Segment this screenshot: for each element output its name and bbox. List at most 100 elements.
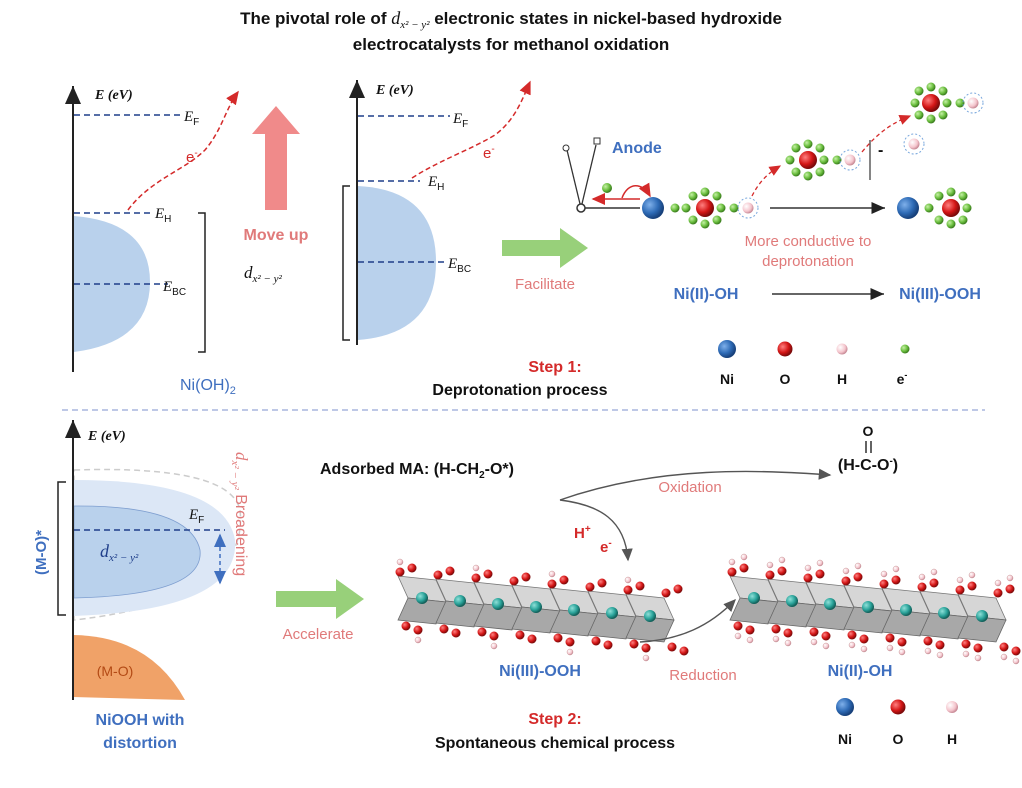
o-atom bbox=[1005, 584, 1015, 594]
move-up-arrow: Move up bbox=[244, 106, 309, 244]
o-atom bbox=[777, 566, 787, 576]
bracket-3 bbox=[57, 481, 66, 616]
o-atom bbox=[783, 628, 793, 638]
ni-atom bbox=[642, 197, 664, 219]
o-atom bbox=[885, 633, 895, 643]
ni-atom bbox=[748, 592, 760, 604]
o-atom bbox=[815, 569, 825, 579]
o-atom bbox=[395, 567, 405, 577]
o-atom bbox=[547, 579, 557, 589]
h-atom bbox=[772, 635, 780, 643]
o-atom bbox=[853, 572, 863, 582]
reduction-label: Reduction bbox=[669, 667, 737, 684]
h-atom bbox=[804, 564, 812, 572]
minus-sign: - bbox=[878, 142, 883, 159]
move-up-label: Move up bbox=[244, 227, 309, 244]
o-atom bbox=[733, 621, 743, 631]
o-atom bbox=[591, 636, 601, 646]
proton-removal-arrow bbox=[751, 165, 782, 197]
mo-label: (M-O) bbox=[97, 663, 134, 679]
h-atom bbox=[886, 644, 894, 652]
h-atom bbox=[472, 564, 480, 572]
legend-ni-label: Ni bbox=[720, 371, 734, 387]
h-atom bbox=[734, 632, 742, 640]
o-atom bbox=[1011, 646, 1021, 656]
facilitate-label: Facilitate bbox=[515, 276, 575, 293]
niooh-caption-1: NiOOH with bbox=[96, 712, 185, 729]
h-atom bbox=[728, 558, 736, 566]
o-atom bbox=[771, 624, 781, 634]
electron-transfer-arc bbox=[621, 182, 651, 199]
octahedron-face bbox=[957, 615, 1007, 643]
deprotonation-scheme: Anode bbox=[562, 82, 984, 303]
o-atom bbox=[859, 634, 869, 644]
broadened-band-outline bbox=[73, 468, 242, 621]
ni-atom bbox=[454, 595, 466, 607]
ni-atom bbox=[492, 598, 504, 610]
bracket-2 bbox=[342, 185, 350, 341]
o-atom bbox=[477, 627, 487, 637]
up-arrow-shape bbox=[252, 106, 300, 210]
o-atom bbox=[597, 578, 607, 588]
o-atom bbox=[673, 584, 683, 594]
step1-title: Step 1: bbox=[528, 359, 581, 376]
fermi-level-label-3: EF bbox=[188, 507, 204, 526]
electron-label-2: e- bbox=[483, 144, 495, 162]
o-atom bbox=[509, 576, 519, 586]
h-atom bbox=[956, 576, 964, 584]
o-atom bbox=[629, 639, 639, 649]
h-atom bbox=[936, 651, 944, 659]
o-atom bbox=[445, 566, 455, 576]
broadening-label: dx² − y² Broadening bbox=[229, 452, 251, 576]
octahedron-face bbox=[805, 603, 855, 631]
o-atom bbox=[679, 646, 689, 656]
h-atom bbox=[742, 202, 754, 214]
h-atom bbox=[1006, 574, 1014, 582]
h-atom bbox=[1012, 657, 1020, 665]
o-atom bbox=[841, 576, 851, 586]
legend-ni-swatch bbox=[718, 340, 736, 358]
h-atom bbox=[816, 559, 824, 567]
o-atom bbox=[891, 575, 901, 585]
octahedron-face bbox=[587, 612, 637, 640]
electron-label: e- bbox=[186, 148, 198, 166]
o-atom bbox=[765, 570, 775, 580]
axis-label: E (eV) bbox=[94, 88, 133, 103]
ni-atom bbox=[568, 604, 580, 616]
valence-band bbox=[74, 216, 150, 352]
h-atom bbox=[766, 561, 774, 569]
o-atom bbox=[407, 563, 417, 573]
oxidation-label: Oxidation bbox=[658, 479, 721, 496]
h-atom bbox=[624, 576, 632, 584]
valence-band-2 bbox=[358, 186, 436, 340]
h-atom bbox=[898, 648, 906, 656]
o-atom bbox=[821, 631, 831, 641]
o-atom bbox=[471, 573, 481, 583]
ebc-level-label: EBC bbox=[162, 279, 186, 298]
ni-atom bbox=[530, 601, 542, 613]
orbital-label-band: dx² − y² bbox=[100, 541, 139, 564]
o-atom bbox=[401, 621, 411, 631]
o-atom bbox=[641, 643, 651, 653]
axis-label-3: E (eV) bbox=[87, 429, 126, 444]
o-atom bbox=[553, 633, 563, 643]
legend2-o-swatch bbox=[890, 699, 906, 715]
h-atom bbox=[740, 553, 748, 561]
step2-desc: Spontaneous chemical process bbox=[435, 735, 675, 752]
o-atom bbox=[527, 634, 537, 644]
more-conductive-line1: More conductive to bbox=[745, 233, 872, 250]
o-atom bbox=[879, 579, 889, 589]
o-atom bbox=[955, 585, 965, 595]
bracket bbox=[198, 212, 206, 353]
legend2-ni-label: Ni bbox=[838, 731, 852, 747]
nioh2-caption: Ni(OH)2 bbox=[180, 377, 236, 397]
eh-level-label: EH bbox=[154, 206, 171, 225]
o-atom bbox=[847, 630, 857, 640]
o-atom bbox=[623, 585, 633, 595]
oxidation-arrow bbox=[559, 468, 832, 501]
accelerate-arrow-shape bbox=[276, 579, 364, 619]
nioh-label-top: Ni(II)-OH bbox=[674, 286, 739, 303]
legend2-ni-swatch bbox=[836, 698, 854, 716]
facilitate-arrow: Facilitate bbox=[502, 228, 588, 293]
